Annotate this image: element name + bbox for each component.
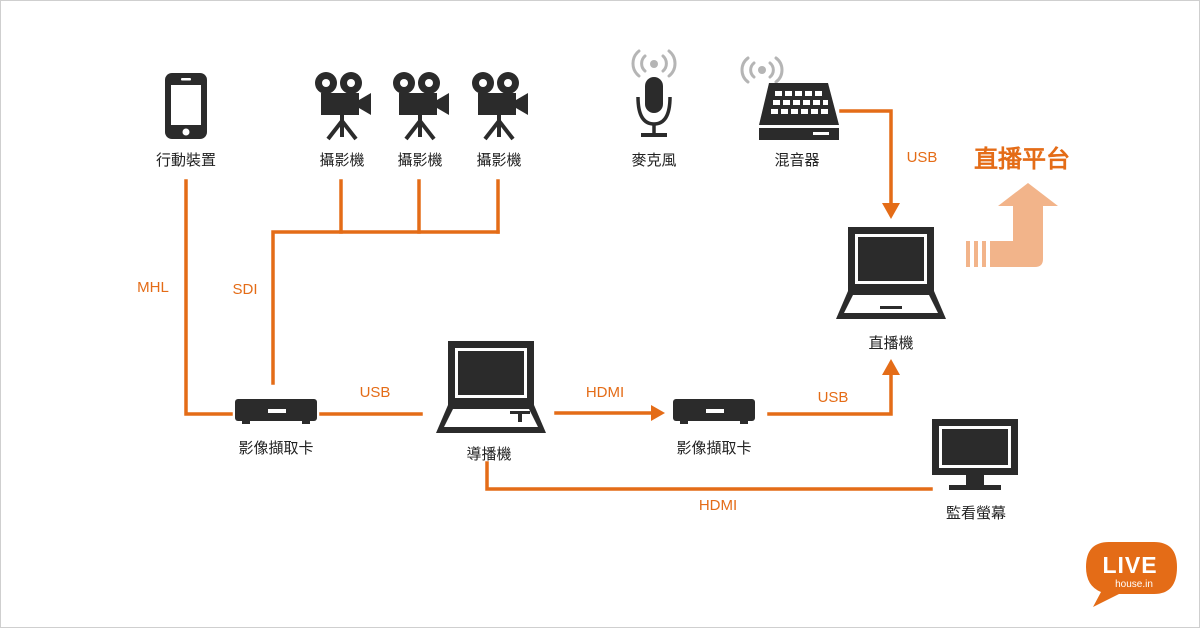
- usb-mixer-to-streaming-line: [839, 109, 893, 208]
- label-director: 導播機: [466, 445, 512, 463]
- monitor-icon: [932, 419, 1018, 490]
- arrowhead-hdmi-right: [651, 405, 665, 421]
- director-laptop-icon: [436, 341, 546, 433]
- mobile-icon: [165, 73, 207, 139]
- label-microphone: 麥克風: [631, 151, 677, 169]
- label-usb-capture-director: USB: [359, 384, 391, 401]
- streaming-laptop-icon: [836, 227, 946, 319]
- label-sdi: SDI: [232, 281, 258, 298]
- upload-arrow-icon: [966, 183, 1058, 267]
- usb-capture-to-streaming-line: [767, 371, 893, 416]
- label-mhl: MHL: [137, 279, 169, 296]
- connector-lines: [184, 109, 933, 491]
- label-streaming-pc: 直播機: [868, 334, 914, 352]
- video-camera-icon-2: [391, 70, 451, 141]
- sdi-line: [271, 230, 500, 385]
- logo-brand-text: LIVE: [1102, 552, 1157, 578]
- label-hdmi-director-monitor: HDMI: [698, 497, 738, 514]
- label-mobile-device: 行動裝置: [155, 151, 217, 169]
- label-mixer: 混音器: [774, 151, 820, 169]
- video-camera-icon-3: [470, 70, 530, 141]
- arrowhead-usb-up: [882, 359, 900, 375]
- capture-card-icon-left: [235, 399, 317, 424]
- label-camera-2: 攝影機: [397, 151, 443, 169]
- logo-domain-text: house.in: [1115, 579, 1153, 590]
- capture-card-icon-right: [673, 399, 755, 424]
- label-camera-3: 攝影機: [476, 151, 522, 169]
- label-capture-card-right: 影像擷取卡: [676, 439, 752, 457]
- label-hdmi-director-capture: HDMI: [585, 384, 625, 401]
- arrowheads: [651, 203, 900, 421]
- livehouse-logo: LIVE house.in: [1086, 542, 1177, 607]
- label-camera-1: 攝影機: [319, 151, 365, 169]
- mhl-line: [184, 179, 233, 416]
- label-usb-capture-streaming: USB: [817, 389, 849, 406]
- label-streaming-platform: 直播平台: [974, 145, 1070, 173]
- label-usb-mixer-streaming: USB: [906, 149, 938, 166]
- mixer-icon: [740, 56, 839, 140]
- label-capture-card-left: 影像擷取卡: [238, 439, 314, 457]
- microphone-icon: [631, 49, 677, 137]
- label-monitor: 監看螢幕: [945, 504, 1007, 522]
- video-camera-icon-1: [313, 70, 373, 141]
- hdmi-director-to-monitor-line: [485, 461, 933, 491]
- arrowhead-usb-down: [882, 203, 900, 219]
